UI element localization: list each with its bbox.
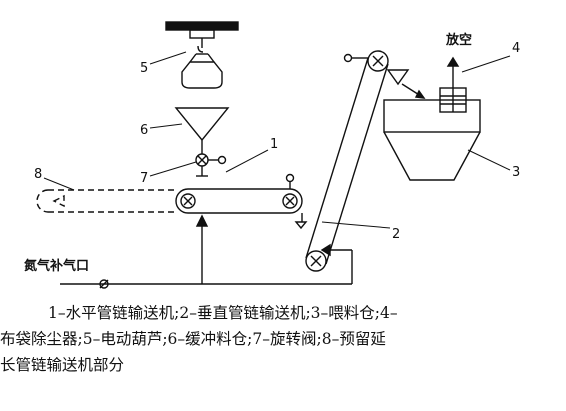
callout-4: 4 [512, 41, 520, 56]
rotary-valve [195, 140, 227, 177]
caption-line-3: 长管链输送机部分 [0, 356, 125, 374]
reserved-extension-conveyor [36, 189, 176, 213]
callout-6: 6 [140, 123, 148, 138]
vertical-chain-conveyor [305, 50, 410, 272]
buffer-bin [174, 107, 230, 142]
nitrogen-piping [60, 214, 353, 289]
bag-filter [439, 56, 467, 113]
horizontal-chain-conveyor [175, 173, 308, 230]
callout-1: 1 [270, 137, 278, 152]
process-diagram: 放空 氮气补气口 1 2 3 4 5 6 7 8 [24, 21, 520, 289]
caption-line-1: 1–水平管链输送机;2–垂直管链输送机;3–喂料仓;4– [48, 304, 398, 322]
callout-5: 5 [140, 61, 148, 76]
electric-hoist [165, 21, 239, 89]
callout-leaders [43, 51, 511, 229]
feed-bin [383, 99, 481, 181]
nitrogen-inlet-label: 氮气补气口 [24, 258, 89, 274]
callout-7: 7 [140, 171, 148, 186]
callout-3: 3 [512, 165, 520, 180]
figure-caption: 1–水平管链输送机;2–垂直管链输送机;3–喂料仓;4– 布袋除尘器;5–电动葫… [0, 300, 566, 378]
caption-line-2: 布袋除尘器;5–电动葫芦;6–缓冲料仓;7–旋转阀;8–预留延 [0, 330, 386, 348]
vent-label: 放空 [445, 32, 472, 48]
callout-2: 2 [392, 227, 400, 242]
callout-8: 8 [34, 167, 42, 182]
